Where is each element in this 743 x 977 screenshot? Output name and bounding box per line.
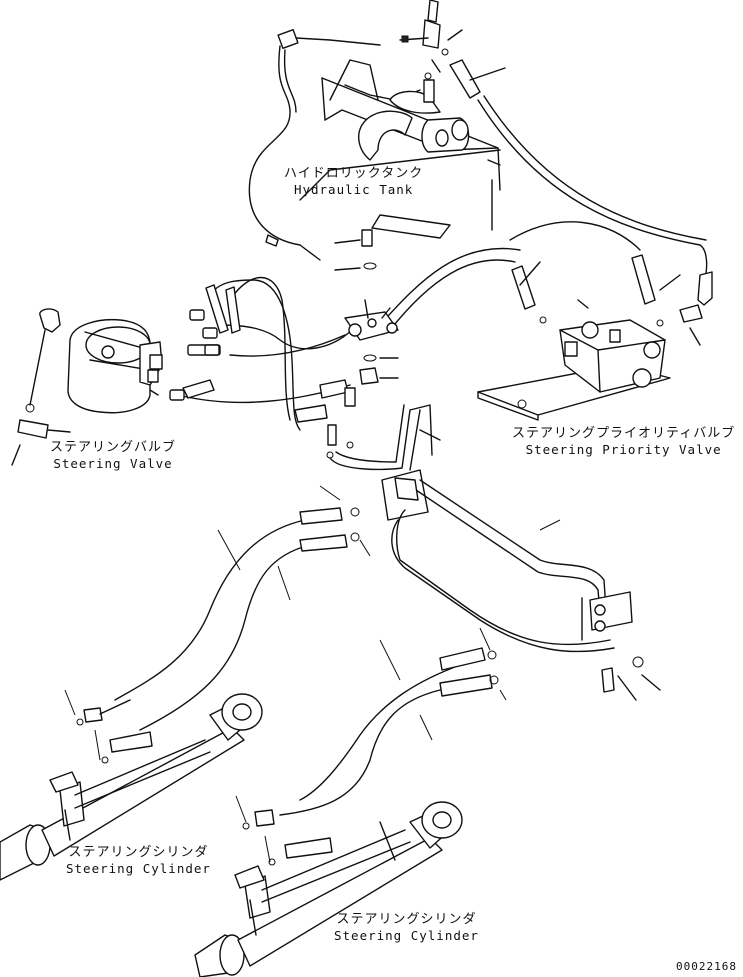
hydraulic-tank-label-ja: ハイドロリックタンク: [284, 166, 424, 181]
priority-valve-label: ステアリングプライオリティバルブ Steering Priority Valve: [512, 426, 735, 458]
steering-cylinder-right-label-en: Steering Cylinder: [334, 928, 479, 943]
tank-top-fittings: [277, 0, 506, 103]
steering-valve-label: ステアリングバルブ Steering Valve: [50, 440, 176, 472]
steering-cylinder-right-label: ステアリングシリンダ Steering Cylinder: [334, 912, 479, 944]
steering-valve-label-en: Steering Valve: [53, 456, 173, 471]
center-manifold: [294, 299, 399, 459]
steering-valve: [11, 308, 163, 466]
priority-valve-label-en: Steering Priority Valve: [525, 442, 722, 457]
steel-tubes: [329, 404, 661, 701]
hydraulic-tank-label-en: Hydraulic Tank: [293, 182, 414, 197]
hoses: [177, 45, 708, 431]
steering-cylinder-left-label: ステアリングシリンダ Steering Cylinder: [66, 845, 211, 877]
cylinder-hoses: [76, 507, 499, 866]
hydraulic-tank-label: ハイドロリックタンク Hydraulic Tank: [284, 166, 423, 198]
hydraulic-tank: [299, 59, 501, 239]
drawing-code: 00022168: [676, 960, 737, 973]
steering-priority-valve: [477, 254, 713, 421]
steering-cylinder-left-label-ja: ステアリングシリンダ: [68, 845, 209, 860]
steering-cylinder-right-label-ja: ステアリングシリンダ: [336, 912, 477, 927]
priority-valve-label-ja: ステアリングプライオリティバルブ: [512, 426, 736, 441]
steering-cylinder-left: [0, 693, 263, 881]
leader-lines: [64, 485, 561, 863]
steering-valve-label-ja: ステアリングバルブ: [50, 440, 177, 455]
hose-fittings: [169, 229, 377, 401]
steering-cylinder-right: [194, 801, 463, 977]
steering-cylinder-left-label-en: Steering Cylinder: [66, 861, 211, 876]
